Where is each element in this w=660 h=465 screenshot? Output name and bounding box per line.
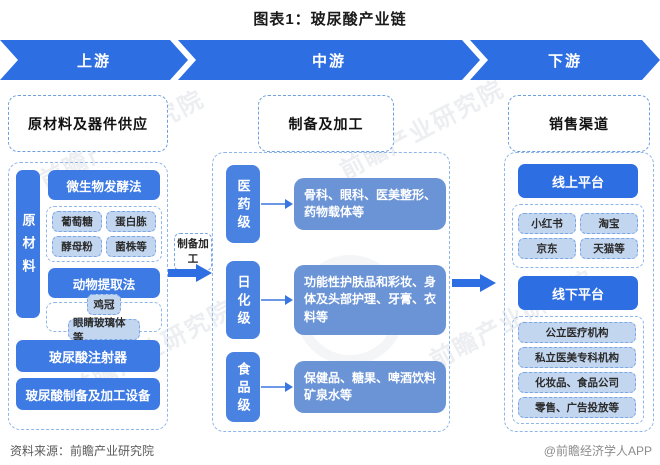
animal-items-group: 鸡冠 眼睛玻璃体等 — [46, 294, 162, 344]
online-item: 天猫等 — [580, 238, 638, 259]
banner-downstream-label: 下游 — [547, 52, 582, 70]
raw-material-side-label: 原材料 — [16, 170, 40, 318]
online-item: 小红书 — [518, 213, 576, 234]
fermentation-item: 葡萄糖 — [52, 211, 102, 232]
grade-daily-box: 日化级 — [226, 261, 260, 339]
animal-item: 眼睛玻璃体等 — [68, 317, 140, 344]
offline-item: 私立医美专科机构 — [518, 347, 636, 368]
equipment-box: 玻尿酸制备及加工设备 — [16, 378, 160, 410]
banner-upstream: 上游 — [0, 40, 188, 80]
online-item: 京东 — [518, 238, 576, 259]
fermentation-items-group: 葡萄糖 蛋白胨 酵母粉 菌株等 — [46, 206, 162, 262]
arrow-right-icon — [452, 274, 496, 297]
page-title: 图表1：玻尿酸产业链 — [253, 11, 407, 28]
fermentation-method-box: 微生物发酵法 — [48, 170, 160, 200]
daily-applications: 功能性护肤品和彩妆、身体及头部护理、牙膏、衣料等 — [294, 264, 446, 336]
fermentation-item: 酵母粉 — [52, 236, 102, 257]
animal-extraction-box: 动物提取法 — [48, 268, 160, 298]
animal-item: 鸡冠 — [87, 294, 121, 315]
offline-item: 零售、广告投放等 — [518, 397, 636, 418]
source-note: 资料来源：前瞻产业研究院 — [10, 444, 155, 458]
grade-pharma-box: 医药级 — [226, 165, 260, 243]
syringe-box: 玻尿酸注射器 — [16, 340, 160, 372]
food-applications: 保健品、糖果、啤酒饮料矿泉水等 — [294, 360, 446, 414]
offline-item: 化妆品、食品公司 — [518, 372, 636, 393]
arrow-right-icon — [260, 294, 294, 306]
banner-downstream: 下游 — [470, 40, 660, 80]
online-platform-box: 线上平台 — [518, 164, 638, 198]
arrow-right-icon — [260, 198, 294, 210]
downstream-container — [504, 152, 654, 432]
offline-item: 公立医疗机构 — [518, 322, 636, 343]
arrow-right-icon — [168, 264, 212, 287]
banner-midstream: 中游 — [178, 40, 480, 80]
fermentation-item: 菌株等 — [106, 236, 156, 257]
banner-midstream-label: 中游 — [311, 52, 346, 70]
upstream-container — [8, 162, 168, 430]
offline-items-group: 公立医疗机构 私立医美专科机构 化妆品、食品公司 零售、广告投放等 — [512, 316, 644, 424]
midstream-header: 制备及加工 — [258, 95, 394, 152]
online-item: 淘宝 — [580, 213, 638, 234]
offline-platform-box: 线下平台 — [518, 276, 638, 310]
grade-food-box: 食品级 — [226, 352, 260, 422]
midstream-row-food: 食品级 保健品、糖果、啤酒饮料矿泉水等 — [226, 352, 446, 422]
midstream-container — [212, 152, 450, 432]
arrow-right-icon — [260, 381, 294, 393]
banner-upstream-label: 上游 — [76, 52, 111, 70]
downstream-header: 销售渠道 — [508, 95, 650, 152]
fermentation-item: 蛋白胨 — [106, 211, 156, 232]
upstream-header: 原材料及器件供应 — [8, 95, 168, 152]
online-items-group: 小红书 淘宝 京东 天猫等 — [512, 204, 644, 268]
brand-note: @前瞻经济学人APP — [543, 444, 652, 458]
pharma-applications: 骨科、眼科、医美整形、药物载体等 — [294, 177, 446, 231]
midstream-row-daily: 日化级 功能性护肤品和彩妆、身体及头部护理、牙膏、衣料等 — [226, 252, 446, 348]
midstream-row-pharma: 医药级 骨科、眼科、医美整形、药物载体等 — [226, 162, 446, 246]
